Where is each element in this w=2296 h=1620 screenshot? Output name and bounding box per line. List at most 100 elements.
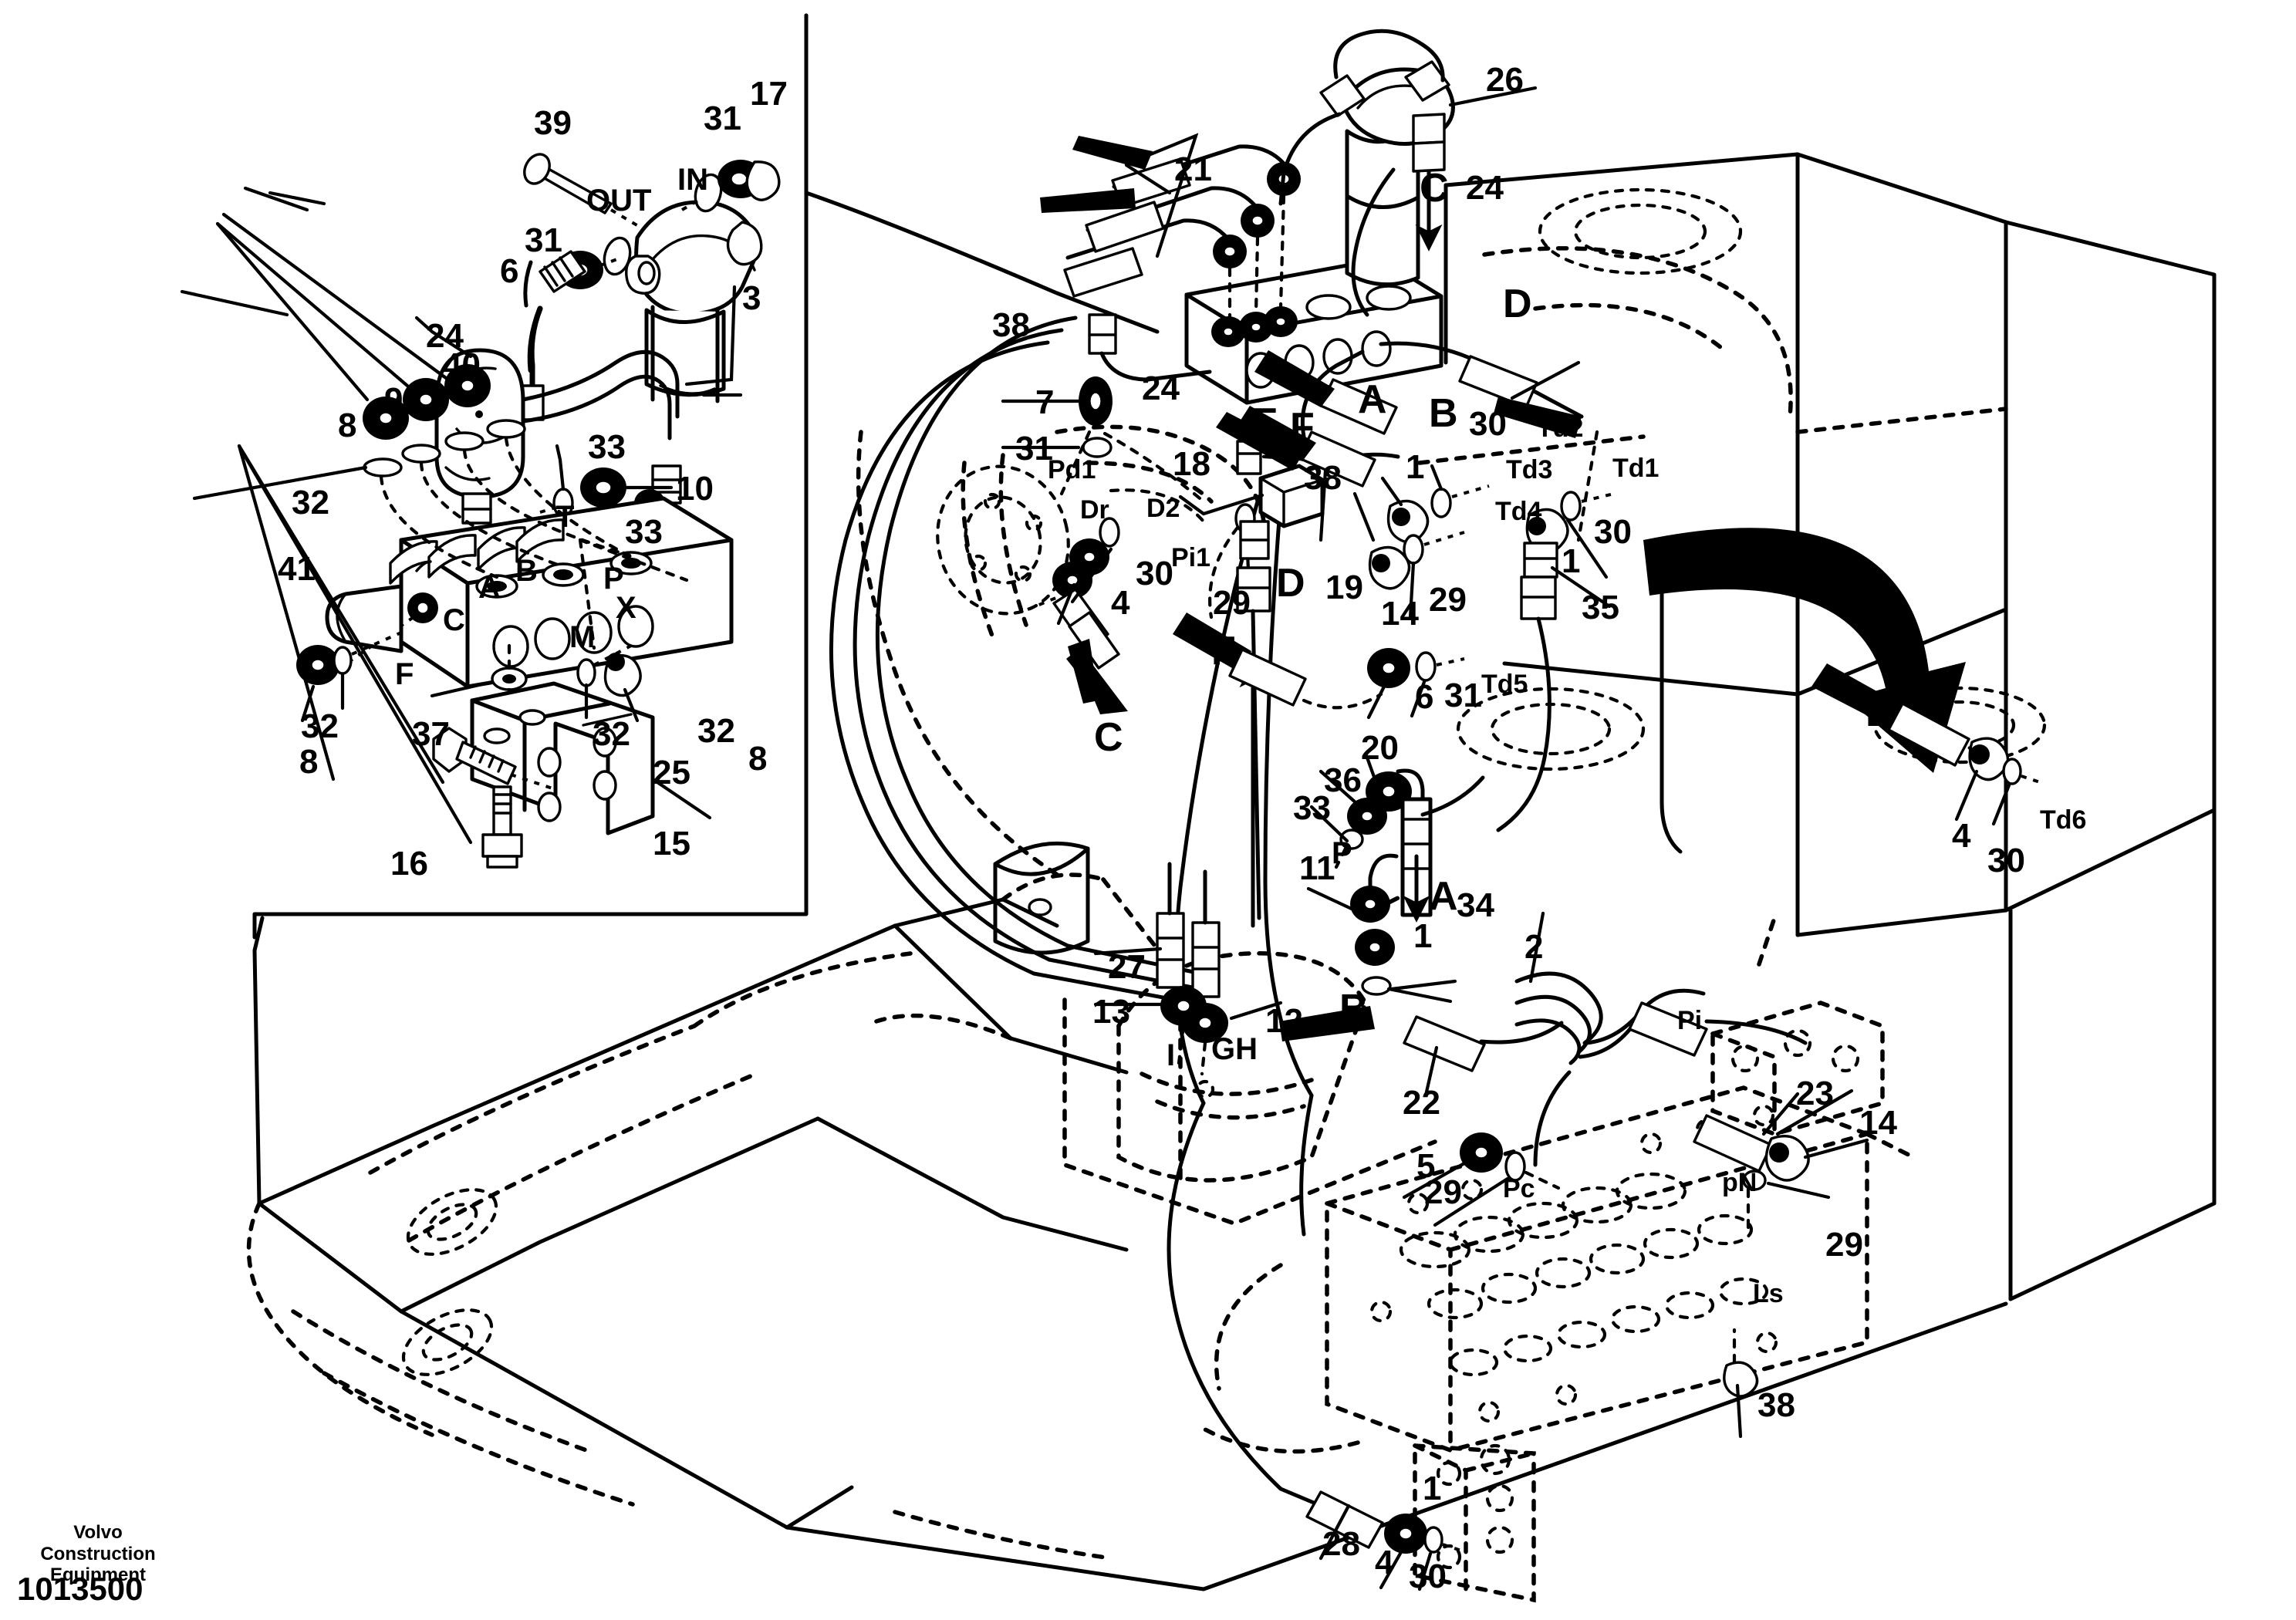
port-label-X: X [616, 591, 636, 625]
port-tag-Pc: Pc [1503, 1174, 1535, 1203]
callout-38-c: 38 [1757, 1386, 1795, 1424]
callout-36: 36 [1324, 761, 1362, 799]
callout-31-main: 31 [1015, 430, 1053, 467]
inset-assembly [180, 153, 781, 869]
callout-32-c: 32 [593, 715, 630, 753]
callout-32-left: 32 [292, 484, 329, 521]
callout-28: 28 [1322, 1525, 1360, 1563]
callout-13: 13 [1092, 993, 1130, 1031]
callout-38-a: 38 [992, 306, 1030, 344]
port-label-C: C [443, 603, 465, 637]
port-label-in: IN [677, 163, 708, 197]
section-letter-F-mid2: F [1211, 629, 1236, 673]
callout-5: 5 [1416, 1147, 1436, 1185]
callout-26: 26 [1486, 61, 1524, 99]
callout-34: 34 [1457, 886, 1494, 924]
callout-32-d: 32 [697, 712, 735, 750]
port-label-M: M [569, 620, 596, 654]
hydraulic-hoses [829, 29, 1869, 1591]
callout-4-a: 4 [1111, 584, 1130, 622]
callout-8-top: 8 [338, 407, 357, 444]
callout-30-e: 30 [1409, 1558, 1447, 1595]
port-label-P-main: P [1332, 836, 1352, 870]
callout-31-b: 31 [1444, 677, 1482, 714]
port-tag-Td1: Td1 [1612, 454, 1660, 483]
callout-35: 35 [1582, 589, 1619, 626]
callout-41: 41 [278, 550, 316, 588]
callout-33-main: 33 [1293, 789, 1331, 827]
port-tag-Td2: Td2 [1537, 413, 1584, 443]
brand-line-2: Equipment [50, 1564, 146, 1586]
callout-20: 20 [1361, 729, 1399, 767]
callout-33-t: 33 [588, 428, 626, 466]
port-label-B: B [515, 554, 538, 588]
port-label-I: I [1167, 1038, 1176, 1072]
port-label-T: T [555, 500, 575, 534]
port-tag-Td3: Td3 [1506, 455, 1553, 484]
callout-31-in: 31 [704, 100, 741, 137]
port-tag-Td6: Td6 [2040, 805, 2087, 835]
section-letter-C-mid: C [1094, 715, 1123, 760]
brand-line-1: Volvo Construction [40, 1522, 156, 1564]
brand-footer: Volvo Construction Equipment [17, 1522, 179, 1586]
port-label-P: P [603, 562, 624, 596]
callout-8-left: 8 [299, 743, 319, 781]
callout-30-b: 30 [1594, 513, 1632, 551]
port-tag-D2: D2 [1146, 494, 1180, 523]
callout-9: 9 [384, 381, 403, 419]
section-letter-E-right: E [1866, 690, 1893, 735]
callout-29-c: 29 [1424, 1173, 1462, 1211]
port-label-out: OUT [586, 184, 652, 218]
port-label-GH: GH [1211, 1032, 1258, 1066]
section-letter-E-mid: E [1251, 400, 1278, 445]
port-label-A: A [478, 571, 501, 605]
callout-24-inset: 24 [426, 317, 464, 355]
port-label-F: F [395, 657, 414, 691]
section-letter-C-top: C [1420, 166, 1449, 211]
callout-17: 17 [750, 75, 788, 113]
callout-24-b: 24 [1142, 370, 1180, 407]
callout-32-b: 32 [301, 707, 339, 745]
callout-4-b: 4 [1952, 817, 1971, 855]
callout-29-d: 29 [1825, 1226, 1863, 1264]
port-tag-Ls: Ls [1753, 1279, 1784, 1308]
callout-33-p: 33 [625, 513, 663, 551]
callout-31-out: 31 [525, 221, 562, 259]
callout-16: 16 [390, 845, 428, 883]
section-letter-B-top: B [1429, 391, 1458, 436]
callout-18: 18 [1173, 445, 1210, 483]
callout-40: 40 [443, 346, 481, 384]
port-tag-Pd1: Pd1 [1048, 455, 1096, 484]
callout-14-a: 14 [1381, 595, 1419, 633]
section-letter-D-top: D [1503, 282, 1532, 326]
callout-37: 37 [412, 715, 450, 753]
callout-25: 25 [653, 754, 690, 791]
callout-6: 6 [500, 252, 519, 290]
port-tag-Pi: Pi [1677, 1006, 1703, 1035]
callout-1-c: 1 [1413, 917, 1433, 955]
callout-21: 21 [1174, 150, 1212, 188]
callout-4-c: 4 [1375, 1544, 1394, 1581]
callout-8-right: 8 [748, 740, 768, 778]
callout-39: 39 [534, 104, 572, 142]
callout-30-c: 30 [1136, 555, 1173, 592]
port-tag-Dr: Dr [1080, 495, 1109, 525]
port-tag-pN: pN [1722, 1168, 1757, 1197]
callout-27: 27 [1108, 948, 1146, 986]
callout-19: 19 [1325, 569, 1363, 606]
callout-1-a: 1 [1406, 448, 1425, 486]
port-tag-Td4: Td4 [1495, 497, 1542, 526]
callout-6-b: 6 [1415, 678, 1434, 716]
callout-1-d: 1 [1423, 1470, 1442, 1507]
callout-10: 10 [676, 470, 714, 508]
callout-30-a: 30 [1469, 405, 1507, 443]
callout-2: 2 [1524, 928, 1544, 966]
callout-24-top: 24 [1466, 169, 1504, 207]
section-letter-A-mid: A [1429, 874, 1458, 919]
section-letter-D-mid: D [1276, 561, 1305, 606]
callout-22: 22 [1403, 1084, 1440, 1122]
callout-29-a: 29 [1213, 584, 1251, 622]
callout-7: 7 [1035, 383, 1055, 421]
